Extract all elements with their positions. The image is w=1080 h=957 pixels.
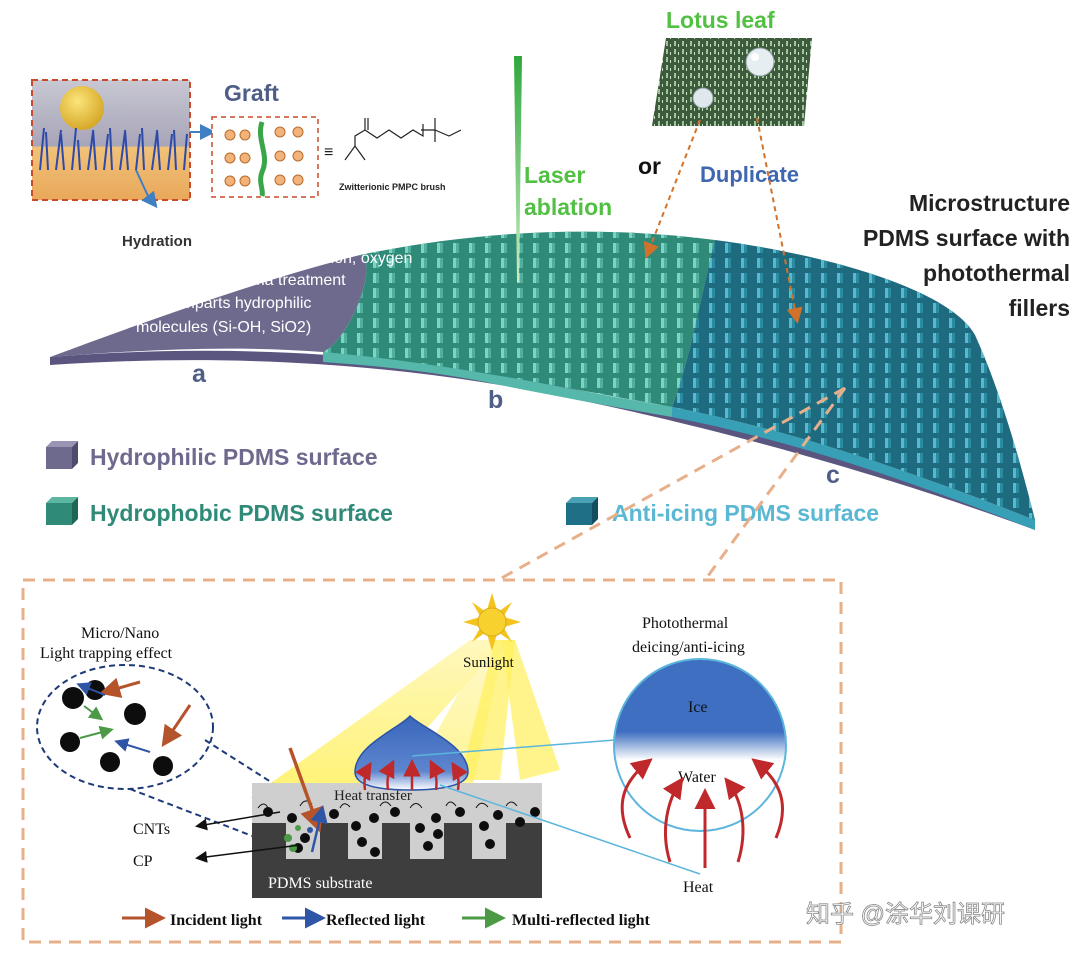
laser-beam: [514, 56, 522, 282]
legend-incident-label: Incident light: [170, 912, 263, 929]
region-c-label: c: [826, 461, 840, 489]
heat-arrows: [620, 758, 785, 868]
water-label: Water: [678, 769, 716, 786]
hydration-label: Hydration: [122, 233, 192, 250]
photothermal-line-1: Photothermal: [642, 615, 729, 632]
hydration-arrow: [135, 169, 158, 209]
region-b-pillars: [323, 231, 715, 407]
cp-label: CP: [133, 853, 153, 870]
uv-line-4: molecules (Si-OH, SiO2): [136, 319, 311, 336]
graft-label: Graft: [224, 80, 279, 106]
ice-label: Ice: [688, 699, 708, 716]
uv-line-2: plasma treatment: [222, 272, 346, 289]
legend-reflected-label: Reflected light: [326, 912, 426, 929]
pmpc-brush-label: Zwitterionic PMPC brush: [339, 182, 446, 192]
laser-label-line-2: ablation: [524, 194, 612, 220]
cnts-pointer: [195, 811, 281, 831]
pmpc-structure: [344, 118, 462, 161]
legend-multi-label: Multi-reflected light: [512, 912, 651, 929]
heat-transfer-label: Heat transfer: [334, 788, 412, 804]
photothermal-circle-outline: [613, 658, 787, 832]
micro-nano-line-2: Light trapping effect: [40, 645, 173, 662]
equiv-symbol: ≡: [324, 144, 333, 161]
micro-line-1: Microstructure: [909, 190, 1070, 216]
lotus-leaf-label: Lotus leaf: [666, 7, 775, 33]
legend-hydrophobic-label: Hydrophobic PDMS surface: [90, 500, 393, 526]
zwitterion-inset: [211, 116, 319, 198]
strip-side-faces: [50, 350, 1035, 530]
photothermal-line-2: deicing/anti-icing: [632, 639, 745, 656]
region-c-pillars: [672, 240, 1035, 520]
lotus-leaf-photo: [652, 38, 812, 126]
or-label: or: [638, 153, 661, 179]
legend: Hydrophilic PDMS surface Hydrophobic PDM…: [46, 441, 879, 526]
micro-line-4: fillers: [1009, 295, 1070, 321]
lotus-to-b-arrow: [643, 119, 701, 259]
pdms-substrate-label: PDMS substrate: [268, 875, 372, 892]
legend-anti-icing-label: Anti-icing PDMS surface: [612, 500, 879, 526]
droplet-zoom-line-top: [411, 739, 616, 757]
light-trapping-zoom: [36, 664, 214, 790]
micro-line-3: photothermal: [923, 260, 1070, 286]
zoom-connector-left: [497, 386, 846, 582]
droplet-zoom-line-bottom: [439, 784, 701, 875]
region-b-label: b: [488, 386, 503, 414]
laser-label-line-1: Laser: [524, 162, 585, 188]
heat-label: Heat: [683, 879, 714, 896]
legend-cube-anti-icing: [566, 497, 598, 525]
uv-line-3: imparts hydrophilic: [178, 295, 311, 312]
legend-cube-hydrophilic: [46, 441, 78, 469]
region-a-surface: [50, 255, 367, 357]
uv-text-block: UV irradiation, oxygen plasma treatment …: [136, 250, 412, 336]
sunlight-label: Sunlight: [463, 655, 515, 671]
legend-cube-hydrophobic: [46, 497, 78, 525]
light-legend: Incident light Reflected light Multi-ref…: [122, 907, 651, 929]
zoom-line-lower: [129, 788, 269, 843]
watermark: 知乎 @涂华刘课研: [806, 901, 1005, 928]
micro-line-2: PDMS surface with: [863, 225, 1070, 251]
legend-hydrophilic-label: Hydrophilic PDMS surface: [90, 444, 378, 470]
duplicate-label: Duplicate: [700, 162, 799, 187]
microstructure-text: Microstructure PDMS surface with phototh…: [863, 190, 1070, 321]
uv-line-1: UV irradiation, oxygen: [255, 250, 412, 267]
cnts-label: CNTs: [133, 821, 170, 838]
lotus-to-c-arrow: [756, 117, 803, 324]
droplet-heat-arrows: [355, 759, 468, 791]
reflected-light-arrow: [310, 805, 328, 853]
micro-nano-line-1: Micro/Nano: [81, 625, 159, 642]
sun-icon: [463, 593, 521, 651]
graft-photo-inset: [31, 79, 191, 201]
cp-pointer: [195, 844, 301, 863]
ice-layer: [614, 659, 786, 760]
region-a-label: a: [192, 360, 207, 388]
